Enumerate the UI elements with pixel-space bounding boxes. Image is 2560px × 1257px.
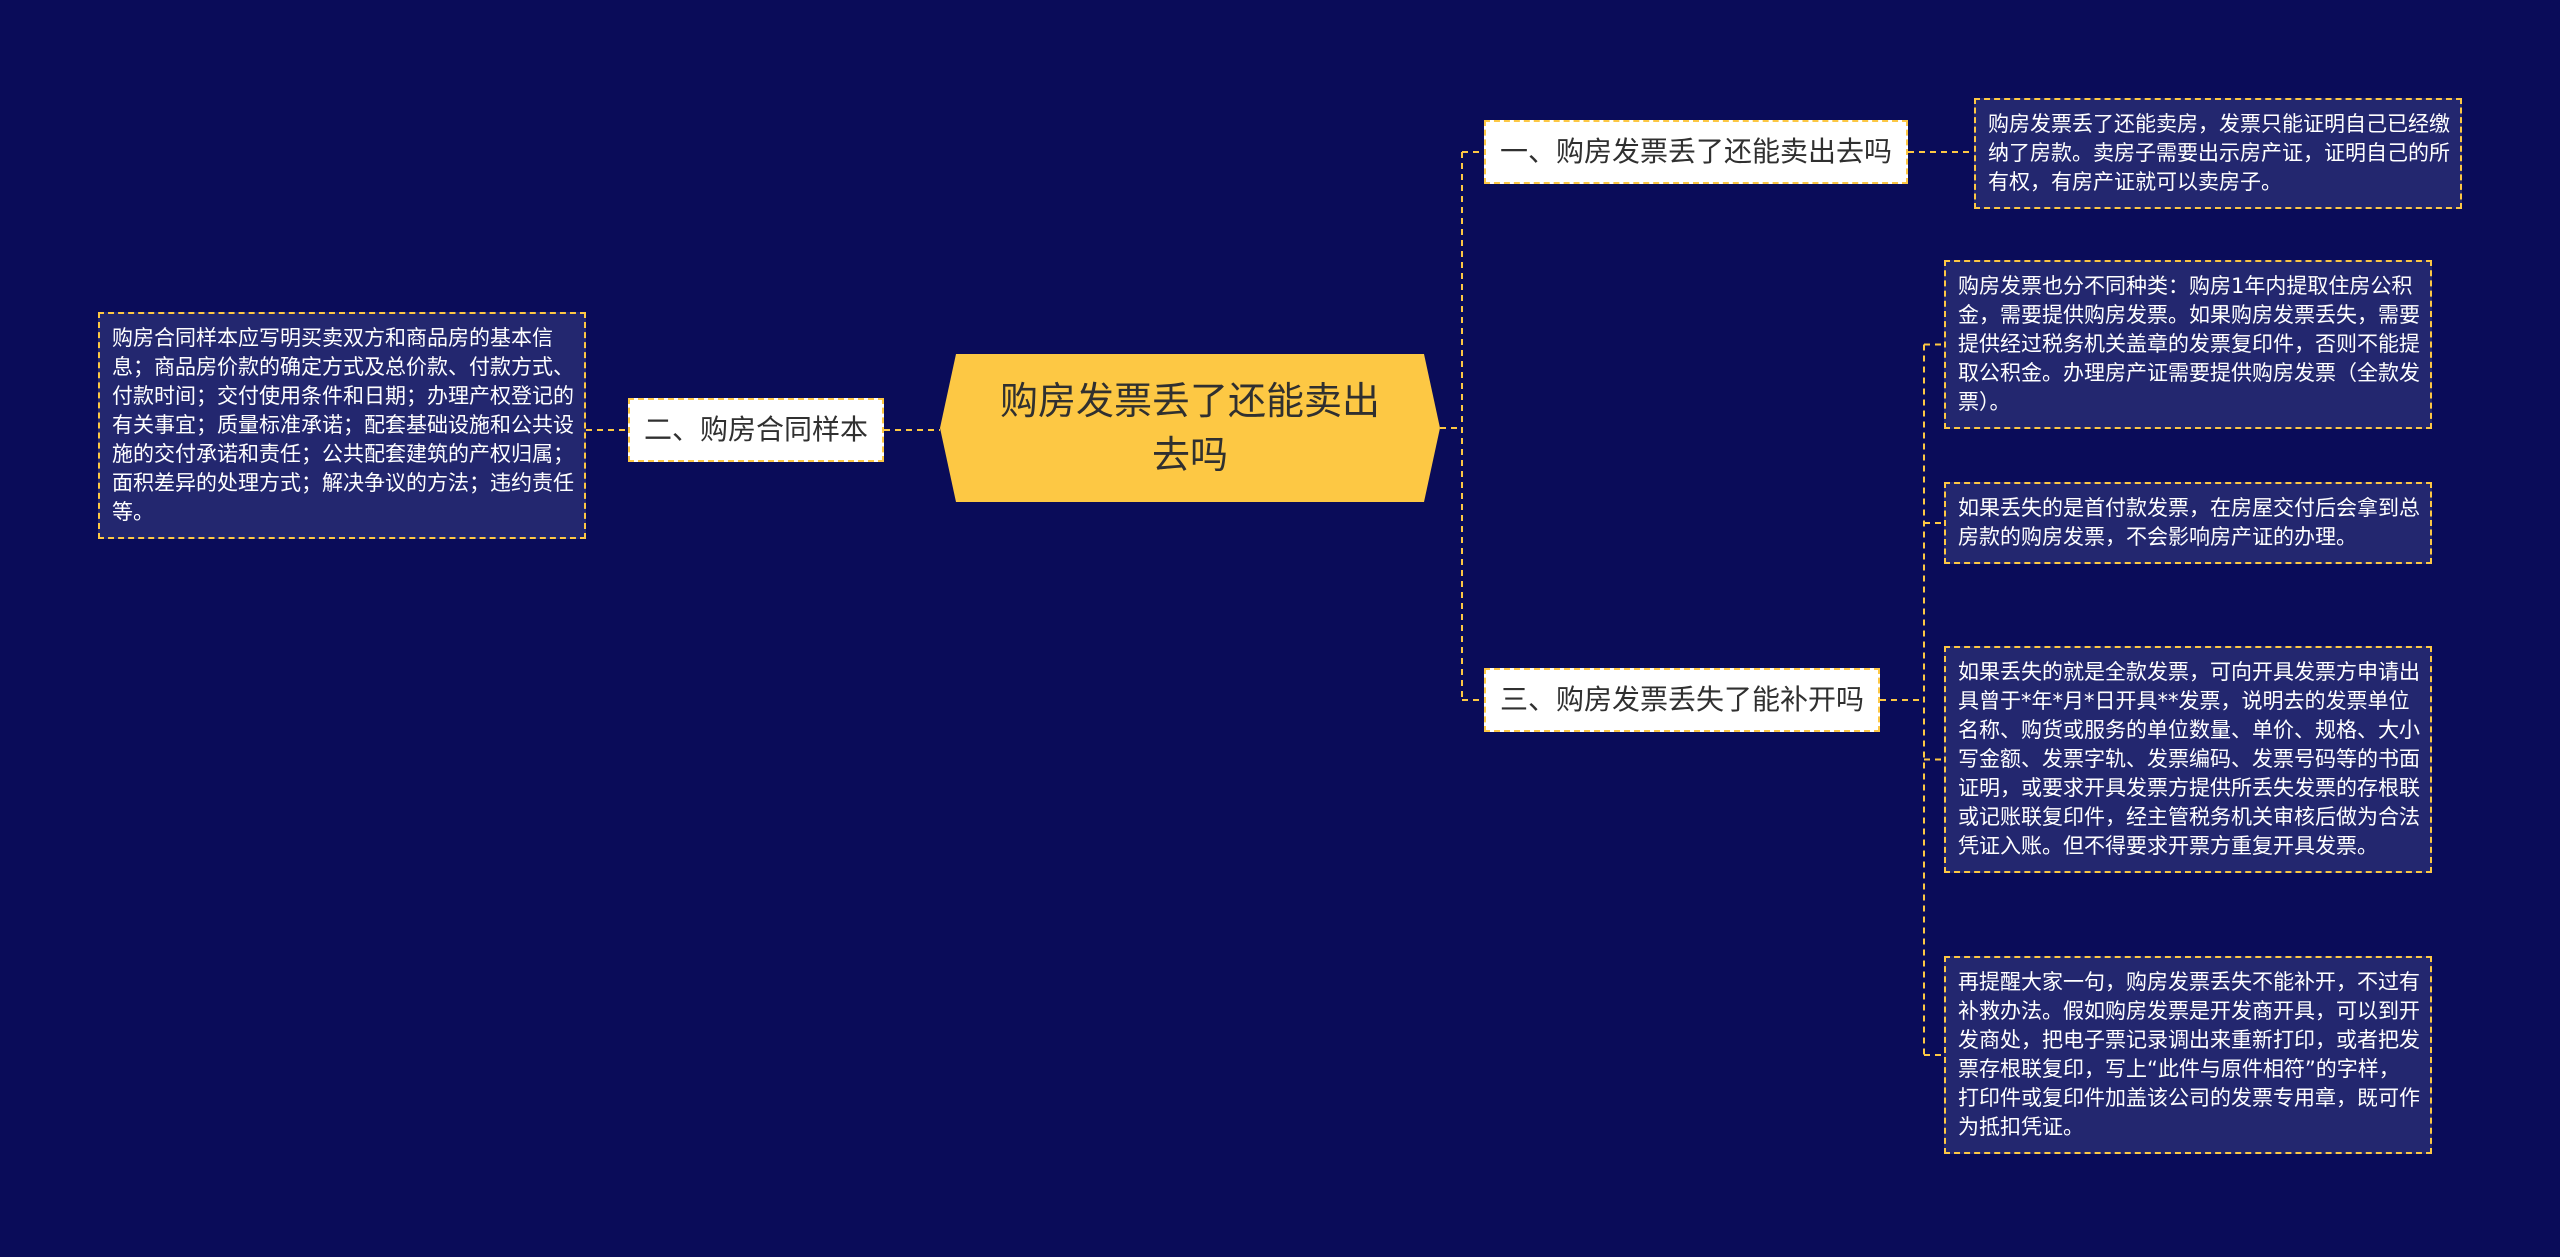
root-topic-label: 购房发票丢了还能卖出去吗 [999,379,1380,477]
root-topic[interactable]: 购房发票丢了还能卖出去吗 [940,354,1440,502]
leaf-note-1-1[interactable]: 购房发票丢了还能卖房，发票只能证明自己已经缴纳了房款。卖房子需要出示房产证，证明… [1974,98,2462,209]
branch-topic-1[interactable]: 一、购房发票丢了还能卖出去吗 [1484,120,1909,184]
branch-topic-label: 一、购房发票丢了还能卖出去吗 [1500,135,1893,168]
branch-topic-label: 二、购房合同样本 [644,413,869,446]
leaf-note-text: 购房发票丢了还能卖房，发票只能证明自己已经缴纳了房款。卖房子需要出示房产证，证明… [1988,112,2450,194]
leaf-note-text: 如果丢失的就是全款发票，可向开具发票方申请出具曾于*年*月*日开具**发票，说明… [1958,660,2420,858]
leaf-note-3-3[interactable]: 如果丢失的就是全款发票，可向开具发票方申请出具曾于*年*月*日开具**发票，说明… [1944,646,2432,873]
leaf-note-text: 再提醒大家一句，购房发票丢失不能补开，不过有补救办法。假如购房发票是开发商开具，… [1958,970,2420,1139]
leaf-note-3-2[interactable]: 如果丢失的是首付款发票，在房屋交付后会拿到总房款的购房发票，不会影响房产证的办理… [1944,482,2432,564]
branch-topic-label: 三、购房发票丢失了能补开吗 [1500,683,1865,716]
branch-topic-2[interactable]: 二、购房合同样本 [628,398,885,462]
leaf-note-text: 购房发票也分不同种类：购房1年内提取住房公积金，需要提供购房发票。如果购房发票丢… [1958,274,2420,414]
leaf-note-text: 如果丢失的是首付款发票，在房屋交付后会拿到总房款的购房发票，不会影响房产证的办理… [1958,496,2420,549]
leaf-note-3-1[interactable]: 购房发票也分不同种类：购房1年内提取住房公积金，需要提供购房发票。如果购房发票丢… [1944,260,2432,429]
leaf-note-3-4[interactable]: 再提醒大家一句，购房发票丢失不能补开，不过有补救办法。假如购房发票是开发商开具，… [1944,956,2432,1154]
leaf-note-text: 购房合同样本应写明买卖双方和商品房的基本信息；商品房价款的确定方式及总价款、付款… [112,326,574,524]
leaf-note-2-1[interactable]: 购房合同样本应写明买卖双方和商品房的基本信息；商品房价款的确定方式及总价款、付款… [98,312,586,539]
branch-topic-3[interactable]: 三、购房发票丢失了能补开吗 [1484,668,1881,732]
